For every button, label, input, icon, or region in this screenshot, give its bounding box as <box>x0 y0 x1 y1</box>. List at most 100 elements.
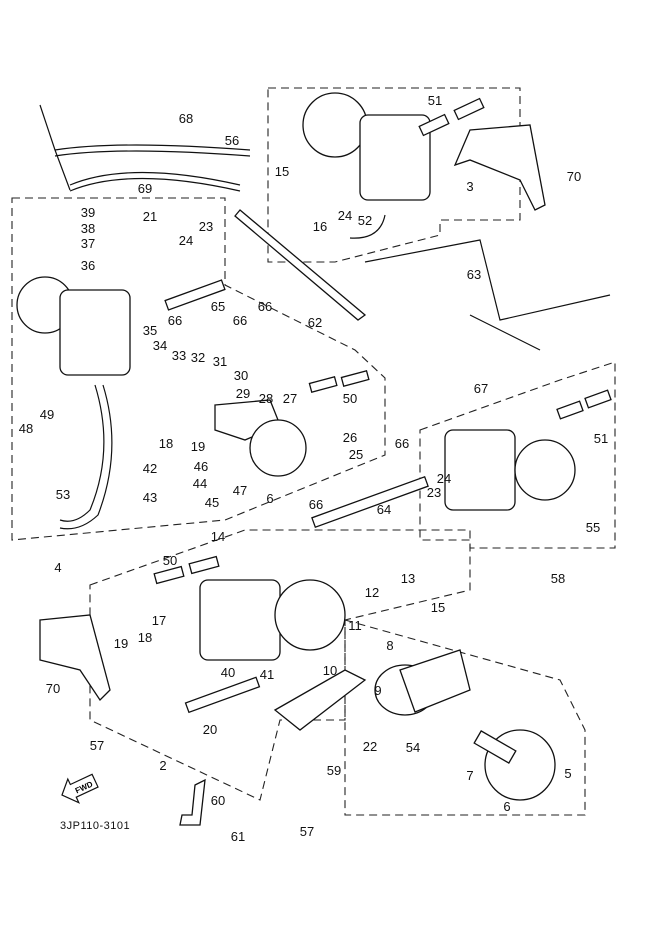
callout-38: 38 <box>81 221 95 236</box>
callout-17: 17 <box>152 613 166 628</box>
callout-8: 8 <box>386 638 393 653</box>
pipe-50d <box>188 555 220 575</box>
carburetor-right-body <box>444 429 516 511</box>
callout-3: 3 <box>466 179 473 194</box>
callout-56: 56 <box>225 133 239 148</box>
callout-68: 68 <box>179 111 193 126</box>
carburetor-left-body <box>59 289 131 376</box>
callout-42: 42 <box>143 461 157 476</box>
callout-35: 35 <box>143 323 157 338</box>
hose-53 <box>59 384 105 522</box>
cover-47 <box>249 419 307 477</box>
callout-11: 11 <box>348 618 362 633</box>
callout-27: 27 <box>283 391 297 406</box>
callout-32: 32 <box>191 350 205 365</box>
callout-66: 66 <box>258 299 272 314</box>
callout-24: 24 <box>179 233 193 248</box>
callout-66: 66 <box>233 313 247 328</box>
callout-5: 5 <box>564 766 571 781</box>
throttle-rod-63 <box>364 239 611 321</box>
callout-44: 44 <box>193 476 207 491</box>
callout-66: 66 <box>309 497 323 512</box>
callout-60: 60 <box>211 793 225 808</box>
callout-50: 50 <box>343 391 357 406</box>
throttle-rod-63b <box>469 314 541 351</box>
carburetor-bottom-chamber <box>274 579 346 651</box>
plate-bottom <box>273 669 367 731</box>
pipe-65 <box>164 279 226 311</box>
callout-37: 37 <box>81 236 95 251</box>
pipe-50c <box>153 565 185 585</box>
lever-60 <box>179 778 206 826</box>
callout-2: 2 <box>159 758 166 773</box>
callout-46: 46 <box>194 459 208 474</box>
fuel-hose-68 <box>54 144 251 151</box>
callout-6: 6 <box>266 491 273 506</box>
callout-19: 19 <box>191 439 205 454</box>
callout-22: 22 <box>363 739 377 754</box>
callout-12: 12 <box>365 585 379 600</box>
callout-33: 33 <box>172 348 186 363</box>
callout-63: 63 <box>467 267 481 282</box>
callout-69: 69 <box>138 181 152 196</box>
fuel-line-wire <box>39 104 71 191</box>
callout-66: 66 <box>395 436 409 451</box>
callout-55: 55 <box>586 520 600 535</box>
pipe-51a <box>418 113 450 137</box>
drawing-code: 3JP110-3101 <box>60 820 130 832</box>
pipe-51b <box>453 97 485 121</box>
callout-31: 31 <box>213 354 227 369</box>
bracket-70-top <box>453 124 546 211</box>
callout-24: 24 <box>437 471 451 486</box>
pipe-50a <box>308 375 338 393</box>
callout-7: 7 <box>466 768 473 783</box>
piston-8 <box>399 649 471 713</box>
pipe-50b <box>340 369 370 387</box>
callout-20: 20 <box>203 722 217 737</box>
callout-57: 57 <box>300 824 314 839</box>
fuel-hose-68b <box>54 150 251 157</box>
callout-36: 36 <box>81 258 95 273</box>
callout-61: 61 <box>231 829 245 844</box>
callout-49: 49 <box>40 407 54 422</box>
pipe-64 <box>311 475 429 529</box>
callout-62: 62 <box>308 315 322 330</box>
callout-57: 57 <box>90 738 104 753</box>
callout-18: 18 <box>159 436 173 451</box>
callout-40: 40 <box>221 665 235 680</box>
bracket-70-bottom <box>39 614 111 702</box>
callout-54: 54 <box>406 740 420 755</box>
callout-65: 65 <box>211 299 225 314</box>
callout-21: 21 <box>143 209 157 224</box>
callout-47: 47 <box>233 483 247 498</box>
pipe-51c <box>556 400 584 420</box>
callout-39: 39 <box>81 205 95 220</box>
callout-29: 29 <box>236 386 250 401</box>
callout-15: 15 <box>431 600 445 615</box>
callout-24: 24 <box>338 208 352 223</box>
callout-51: 51 <box>594 431 608 446</box>
callout-26: 26 <box>343 430 357 445</box>
carburetor-right-chamber <box>514 439 576 501</box>
callout-16: 16 <box>313 219 327 234</box>
callout-43: 43 <box>143 490 157 505</box>
callout-9: 9 <box>374 683 381 698</box>
group-right-outline <box>419 361 616 549</box>
carburetor-top-body <box>359 114 431 201</box>
callout-6: 6 <box>503 799 510 814</box>
parts: FWD <box>16 92 612 826</box>
hose-52 <box>349 214 386 239</box>
pipe-51d <box>584 389 612 409</box>
callout-45: 45 <box>205 495 219 510</box>
callout-70: 70 <box>567 169 581 184</box>
carburetor-bottom-body <box>199 579 281 661</box>
callout-52: 52 <box>358 213 372 228</box>
group-3-outline <box>267 87 521 263</box>
callout-53: 53 <box>56 487 70 502</box>
callout-28: 28 <box>259 391 273 406</box>
fuel-hose-69 <box>69 171 241 186</box>
callout-10: 10 <box>323 663 337 678</box>
